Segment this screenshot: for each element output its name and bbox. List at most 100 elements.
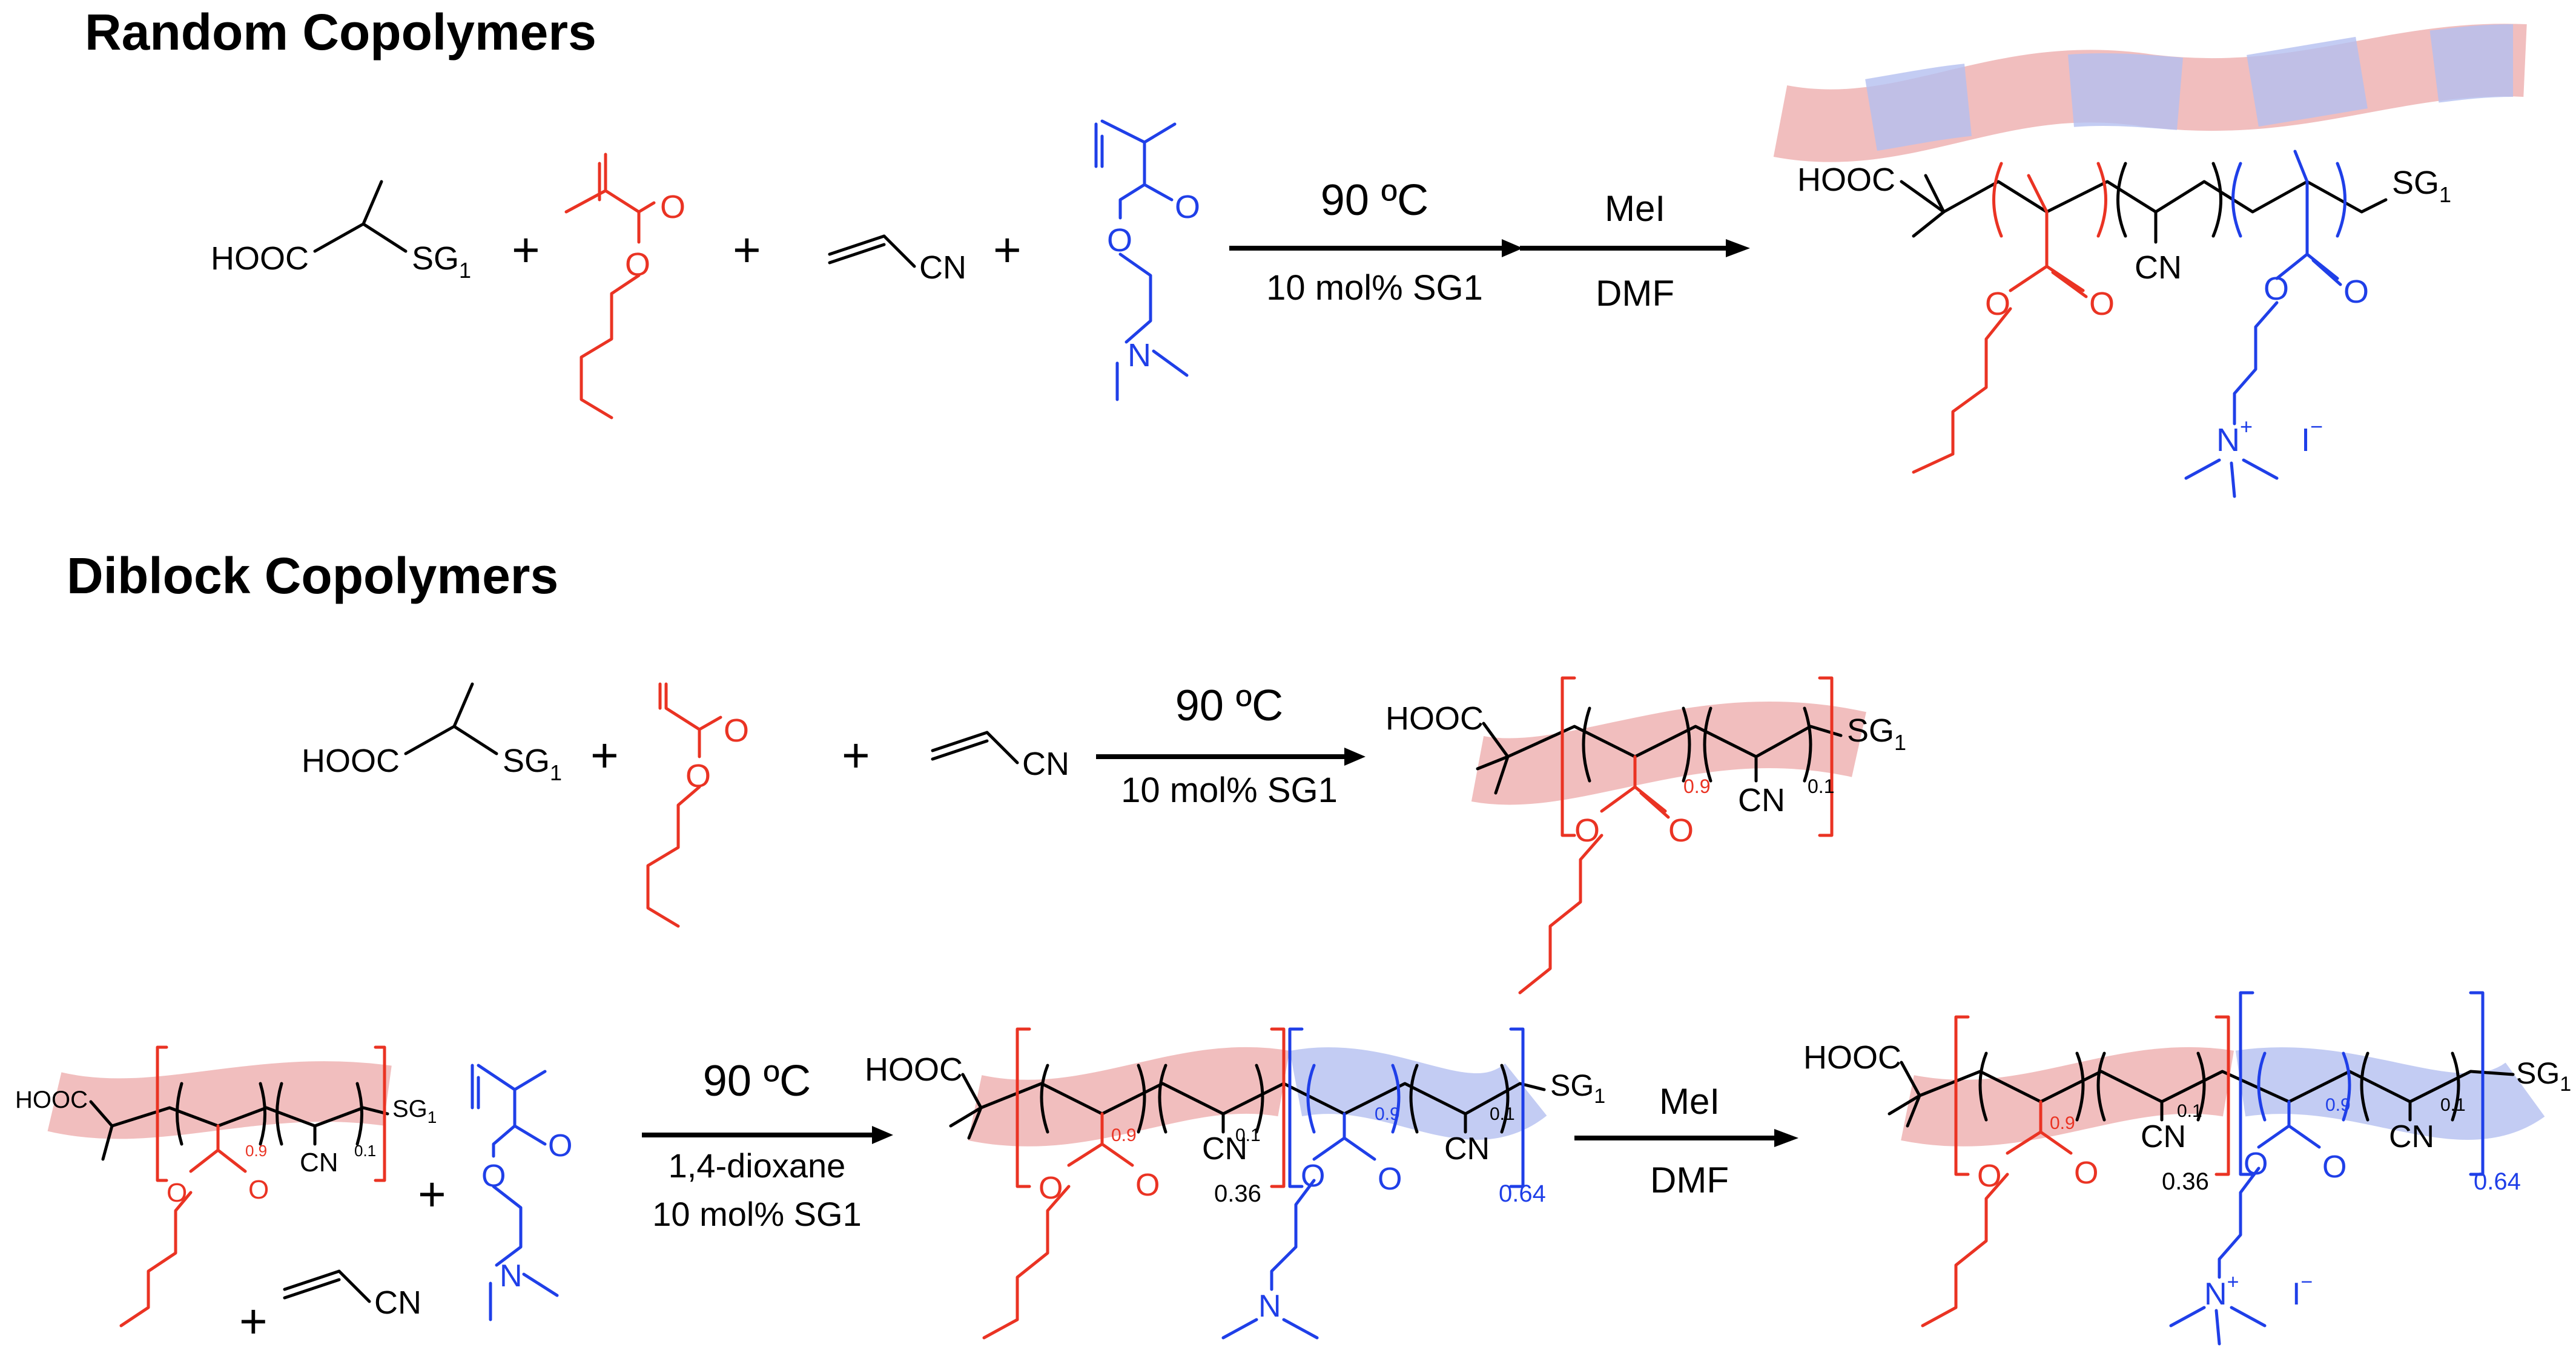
svg-text:O: O	[685, 758, 711, 794]
svg-text:90 ºC: 90 ºC	[703, 1057, 811, 1105]
butyl-acrylate-monomer: O O	[564, 153, 685, 419]
butyl-acrylate-monomer: O O	[646, 682, 749, 928]
svg-text:CN: CN	[1202, 1131, 1247, 1166]
plus-sign: +	[733, 223, 761, 277]
svg-text:0.9: 0.9	[1683, 775, 1710, 797]
svg-text:CN: CN	[2135, 249, 2182, 286]
svg-text:0.1: 0.1	[1490, 1104, 1515, 1124]
arrow-quaternization-random: MeI DMF	[1520, 188, 1750, 314]
svg-text:MeI: MeI	[1659, 1081, 1720, 1122]
plus-sign: +	[590, 728, 619, 782]
svg-text:0.9: 0.9	[2325, 1095, 2351, 1115]
svg-text:I−: I−	[2301, 414, 2323, 458]
svg-text:O: O	[2322, 1150, 2346, 1185]
svg-text:HOOC: HOOC	[1797, 162, 1895, 198]
svg-text:O: O	[2074, 1156, 2098, 1191]
svg-text:0.64: 0.64	[1499, 1180, 1546, 1207]
svg-text:O: O	[1107, 222, 1132, 258]
svg-text:O: O	[1175, 189, 1200, 225]
plus-sign: +	[418, 1167, 446, 1221]
svg-text:SG1: SG1	[392, 1096, 437, 1127]
svg-text:0.9: 0.9	[1111, 1125, 1137, 1145]
random-copolymer-product: HOOC SG1 O O CN O O N+ I−	[1773, 24, 2527, 498]
svg-text:CN: CN	[2141, 1119, 2186, 1154]
svg-text:O: O	[481, 1159, 506, 1194]
svg-text:0.1: 0.1	[354, 1142, 376, 1160]
svg-text:0.9: 0.9	[1375, 1104, 1400, 1124]
svg-text:10 mol% SG1: 10 mol% SG1	[1266, 268, 1483, 308]
svg-text:O: O	[1039, 1171, 1063, 1206]
plus-sign: +	[842, 728, 870, 782]
svg-text:1,4-dioxane: 1,4-dioxane	[669, 1147, 846, 1185]
svg-text:CN: CN	[300, 1148, 339, 1177]
svg-text:O: O	[1135, 1168, 1160, 1203]
plus-sign: +	[239, 1294, 268, 1348]
svg-text:0.64: 0.64	[2474, 1168, 2521, 1195]
arrow-quaternization-diblock: MeI DMF	[1574, 1081, 1798, 1200]
diblock-copolymer-product: HOOC SG1 0.9 0.1 0.9 0.1 O O CN O O N+ I…	[1803, 991, 2571, 1346]
svg-text:SG1: SG1	[2392, 165, 2451, 207]
svg-text:0.9: 0.9	[2050, 1113, 2075, 1133]
svg-text:O: O	[724, 712, 749, 749]
svg-text:CN: CN	[1444, 1131, 1490, 1166]
plus-sign: +	[512, 223, 540, 277]
svg-text:N+: N+	[2216, 414, 2253, 458]
svg-text:HOOC: HOOC	[15, 1087, 88, 1113]
initiator-diblock	[302, 684, 562, 785]
svg-text:SG1: SG1	[1847, 712, 1906, 755]
svg-text:0.1: 0.1	[1235, 1125, 1261, 1145]
svg-text:90 ºC: 90 ºC	[1321, 176, 1428, 225]
macroinitiator-product: HOOC SG1 0.9 0.1 O O CN	[1385, 676, 1906, 995]
svg-text:O: O	[548, 1128, 572, 1163]
svg-text:0.1: 0.1	[2440, 1095, 2466, 1115]
svg-text:10 mol% SG1: 10 mol% SG1	[652, 1195, 862, 1233]
svg-text:0.9: 0.9	[245, 1142, 267, 1160]
svg-text:O: O	[2244, 1147, 2268, 1182]
svg-text:O: O	[248, 1175, 269, 1205]
arrow-polymerization-random: 90 ºC 10 mol% SG1	[1229, 176, 1523, 308]
svg-text:HOOC: HOOC	[1385, 700, 1484, 737]
heading-diblock: Diblock Copolymers	[67, 547, 558, 604]
svg-text:DMF: DMF	[1650, 1160, 1729, 1200]
dmaema-monomer: O O N	[471, 1064, 572, 1321]
arrow-polymerization-diblock-2: 90 ºC 1,4-dioxane 10 mol% SG1	[642, 1057, 893, 1233]
svg-text:O: O	[660, 189, 685, 225]
svg-text:0.36: 0.36	[1214, 1180, 1261, 1207]
svg-text:O: O	[167, 1178, 187, 1208]
svg-text:0.36: 0.36	[2162, 1168, 2209, 1195]
svg-text:SG1: SG1	[2516, 1056, 2571, 1096]
svg-text:SG1: SG1	[1550, 1068, 1605, 1108]
macroinitiator-reactant: HOOC SG1 0.9 0.1 O O CN	[15, 1045, 437, 1327]
initiator-random	[211, 182, 471, 283]
svg-text:90 ºC: 90 ºC	[1175, 682, 1283, 730]
svg-text:O: O	[2264, 271, 2289, 307]
arrow-polymerization-diblock-1: 90 ºC 10 mol% SG1	[1096, 682, 1366, 810]
dmaema-monomer: O O N	[1094, 119, 1200, 401]
svg-text:N+: N+	[2204, 1271, 2239, 1312]
svg-text:O: O	[1378, 1162, 1402, 1197]
svg-text:N: N	[500, 1258, 523, 1294]
svg-text:N: N	[1128, 337, 1151, 373]
svg-text:O: O	[1985, 286, 2010, 322]
plus-sign: +	[993, 223, 1022, 277]
svg-text:O: O	[1574, 812, 1600, 849]
diblock-intermediate: HOOC SG1 0.9 0.1 0.9 0.1 O O CN O O N CN…	[865, 1027, 1605, 1340]
svg-text:0.1: 0.1	[1808, 775, 1834, 797]
svg-text:10 mol% SG1: 10 mol% SG1	[1121, 771, 1338, 810]
svg-text:O: O	[2343, 274, 2369, 310]
svg-text:N: N	[1258, 1289, 1281, 1324]
svg-text:CN: CN	[2389, 1119, 2434, 1154]
svg-text:O: O	[1977, 1159, 2001, 1194]
svg-text:O: O	[1668, 812, 1694, 849]
acrylonitrile-monomer	[933, 732, 1069, 782]
svg-text:MeI: MeI	[1605, 188, 1665, 229]
svg-text:DMF: DMF	[1596, 273, 1674, 314]
heading-random: Random Copolymers	[85, 4, 596, 61]
svg-text:O: O	[625, 246, 650, 283]
svg-text:HOOC: HOOC	[1803, 1039, 1901, 1076]
svg-text:HOOC: HOOC	[865, 1051, 963, 1088]
svg-text:CN: CN	[1738, 782, 1785, 818]
acrylonitrile-monomer	[830, 236, 966, 286]
acrylonitrile-monomer	[285, 1271, 421, 1321]
